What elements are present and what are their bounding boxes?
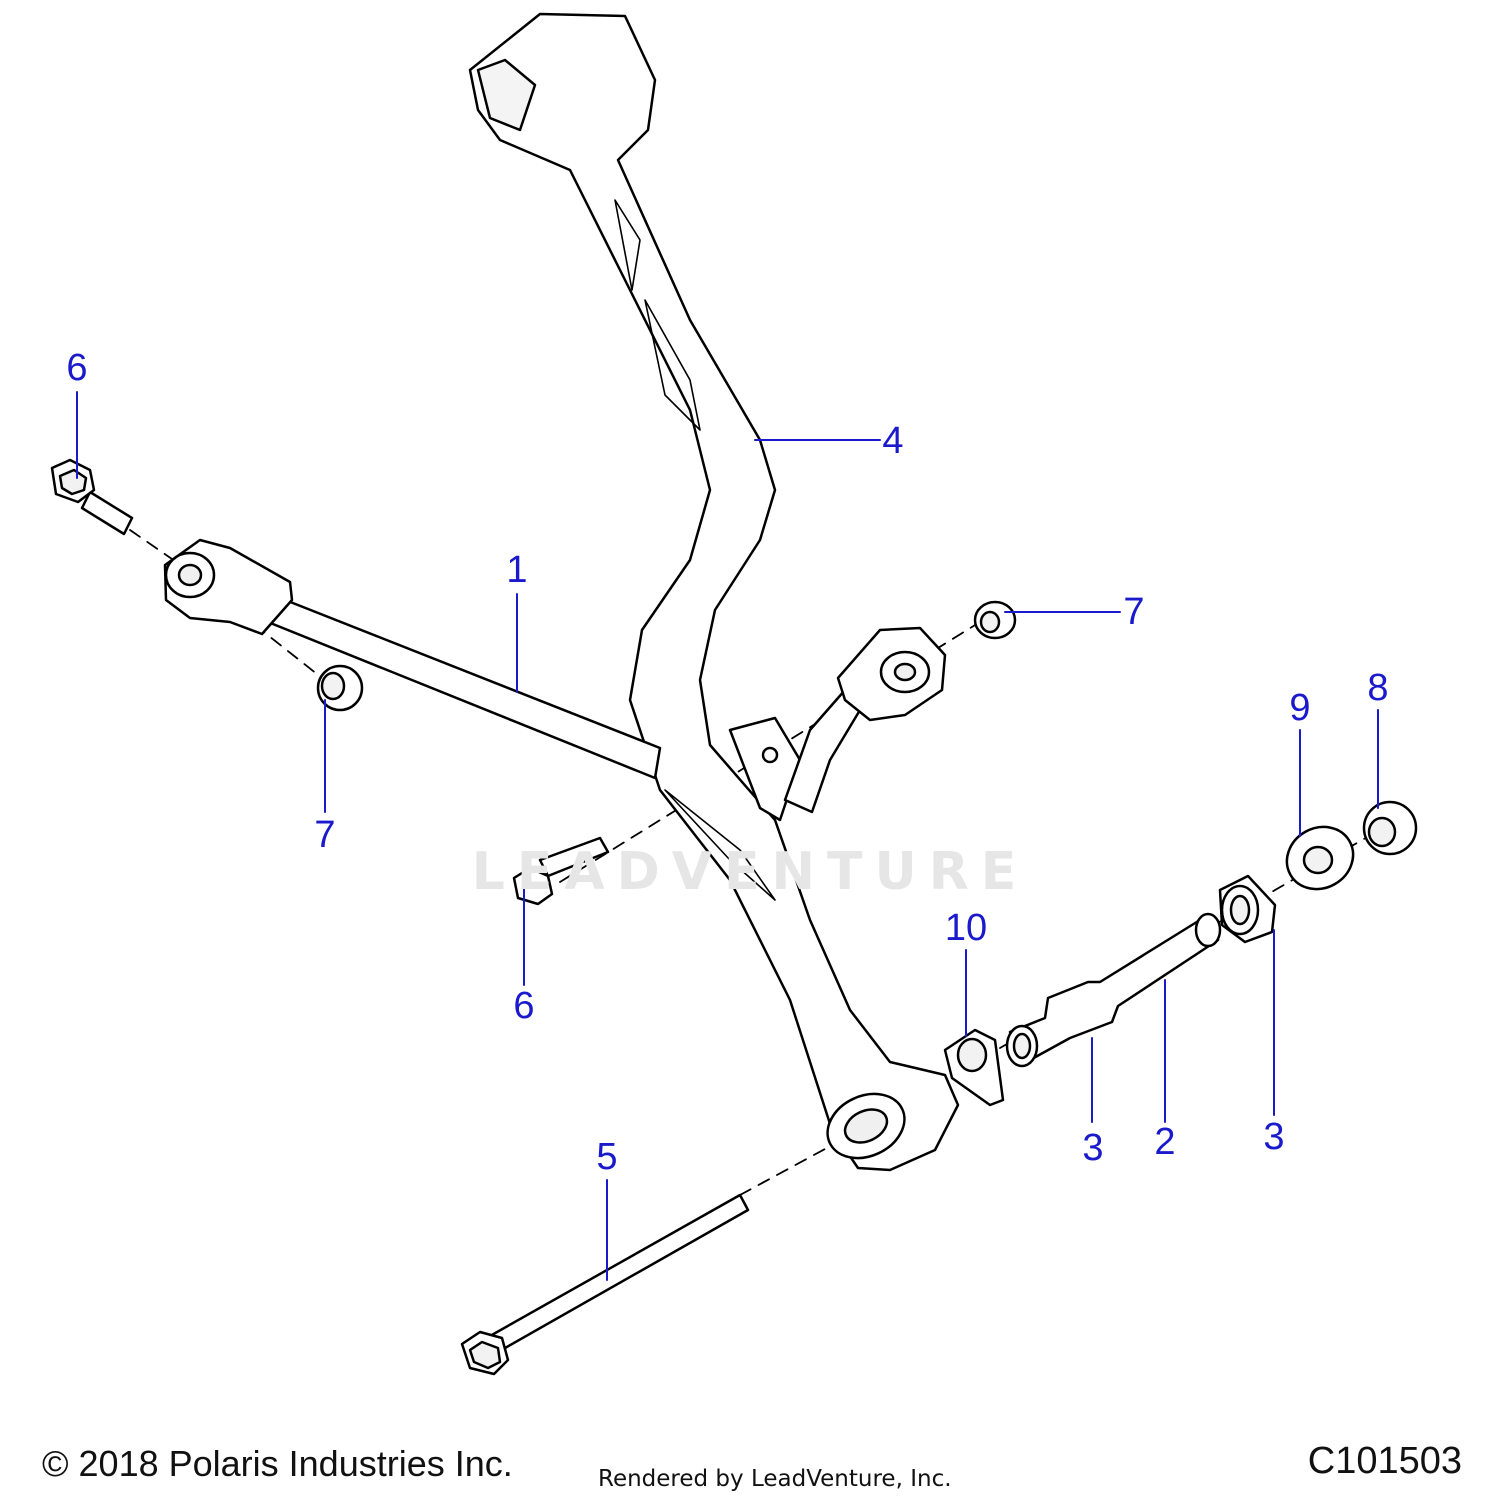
callout-7-right: 7 — [1123, 591, 1145, 633]
brake-pedal-arm — [468, 12, 960, 1172]
callout-2: 2 — [1154, 1121, 1176, 1163]
callout-6-upper: 6 — [66, 347, 88, 389]
long-pivot-bolt — [460, 1193, 750, 1376]
callout-3-left: 3 — [1082, 1127, 1104, 1169]
rendered-by-notice: Rendered by LeadVenture, Inc. — [598, 1466, 952, 1492]
callout-3-right: 3 — [1263, 1116, 1285, 1158]
callout-5: 5 — [596, 1136, 618, 1178]
rod-end-right — [836, 626, 947, 722]
callout-9: 9 — [1289, 687, 1311, 729]
callout-4: 4 — [882, 420, 904, 462]
callout-6-middle: 6 — [513, 985, 535, 1027]
pivot-sleeve — [1005, 912, 1222, 1068]
nut-right — [973, 600, 1017, 640]
callout-1: 1 — [506, 549, 528, 591]
callout-leader-lines — [76, 391, 1379, 1281]
callout-10: 10 — [944, 907, 988, 949]
callout-8: 8 — [1367, 667, 1389, 709]
watermark-text: LEADVENTURE — [471, 842, 1029, 902]
tab-washer — [943, 1028, 1005, 1107]
flanged-bushing-right — [1218, 874, 1277, 944]
callout-7-left: 7 — [314, 814, 336, 856]
copyright-notice: © 2018 Polaris Industries Inc. — [42, 1443, 513, 1484]
diagram-code: C101503 — [1307, 1440, 1462, 1482]
flange-nut — [1362, 800, 1418, 856]
bolt-upper-left — [50, 458, 134, 536]
linkage-rod — [163, 538, 662, 780]
nut-left — [316, 664, 364, 712]
flat-washer — [1285, 825, 1355, 891]
